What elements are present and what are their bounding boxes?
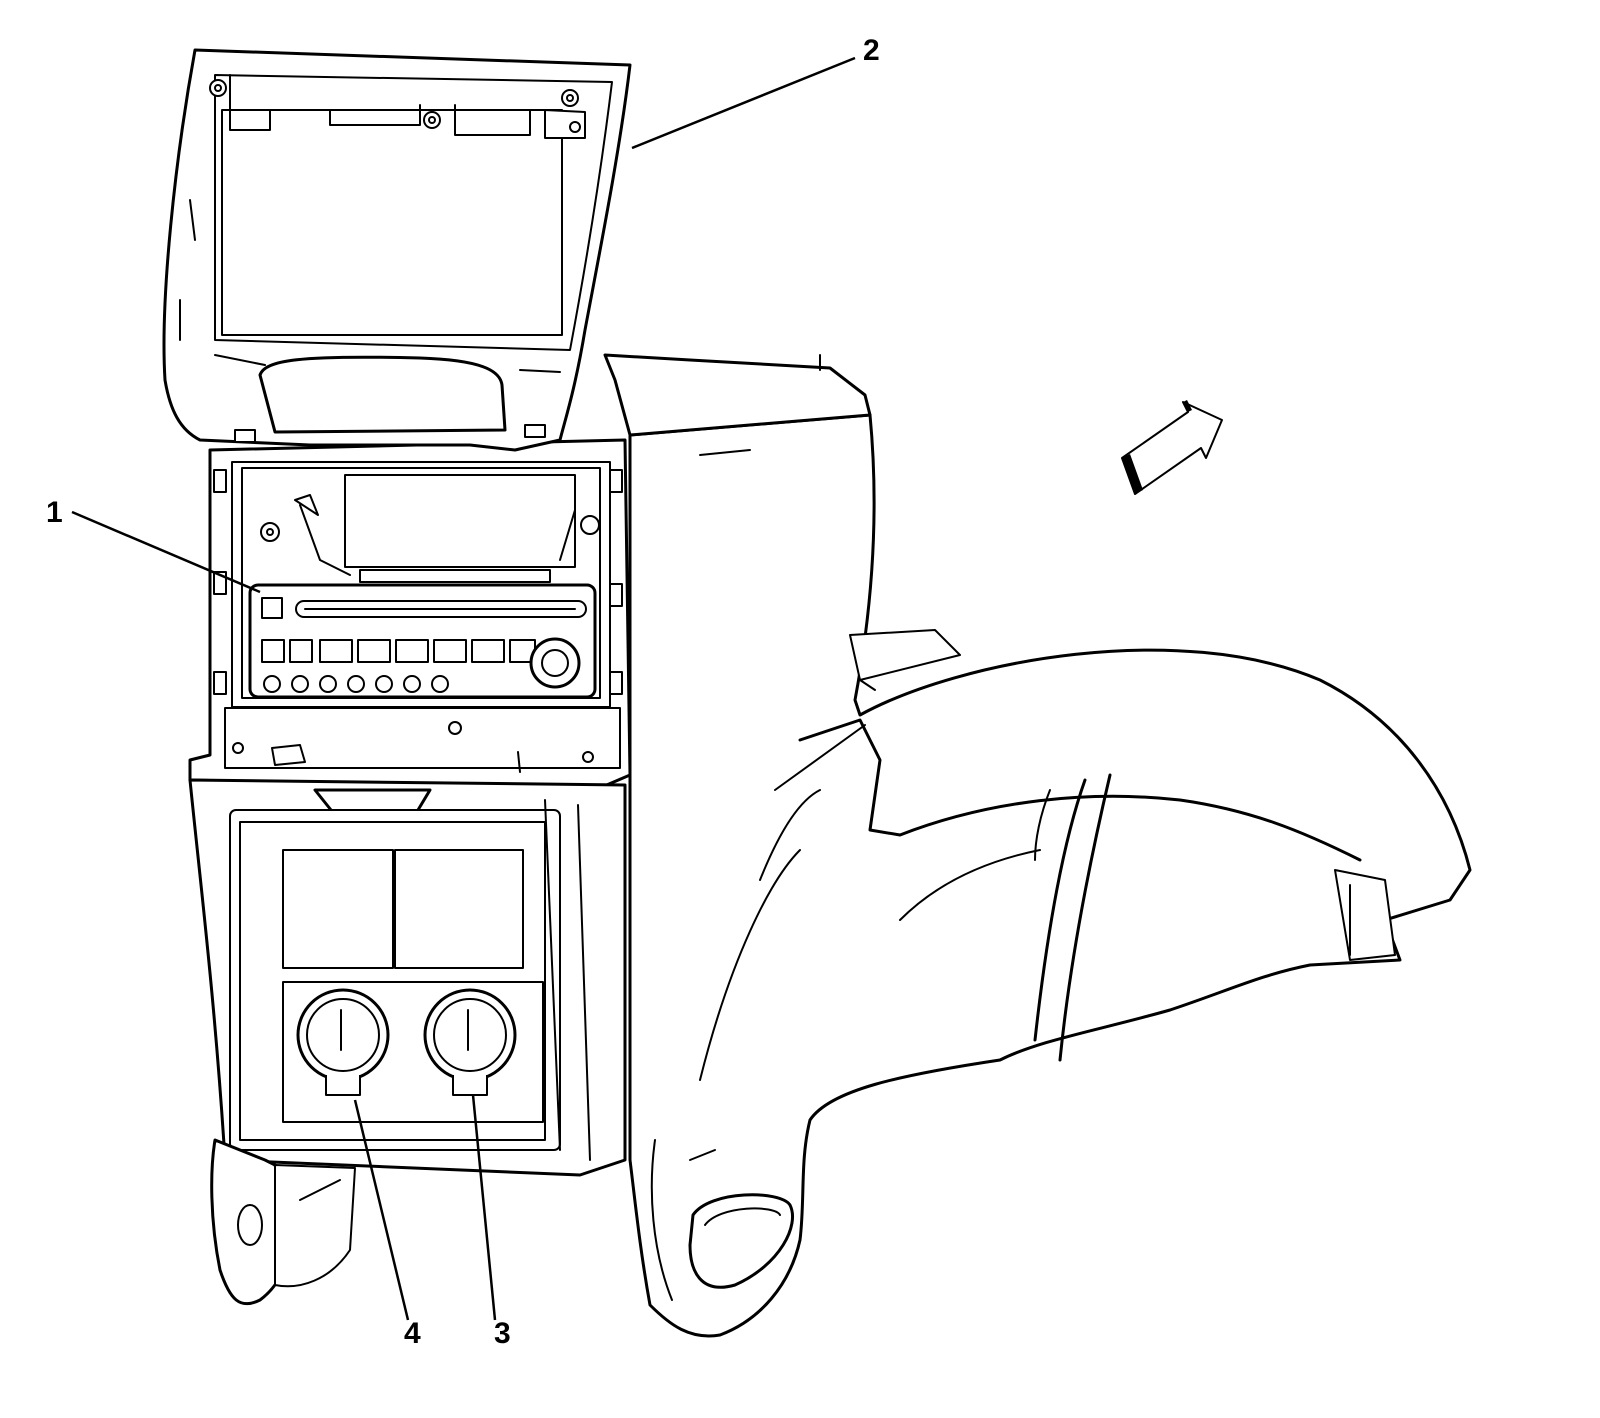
callout-4-label: 4 <box>404 1317 421 1350</box>
callout-1-label: 1 <box>46 496 63 529</box>
callout-2-label: 2 <box>863 34 880 67</box>
callout-leaders <box>71 56 856 1321</box>
console-lid <box>162 48 632 452</box>
left-receptacle <box>296 988 390 1096</box>
right-receptacle <box>423 988 517 1096</box>
radio-unit <box>248 583 597 699</box>
callout-3-label: 3 <box>494 1317 511 1350</box>
console-side-panel <box>603 353 1472 1338</box>
console-foot-bracket <box>210 1138 356 1306</box>
front-direction-arrow-icon <box>1121 400 1223 495</box>
lower-front-panel <box>188 778 627 1177</box>
